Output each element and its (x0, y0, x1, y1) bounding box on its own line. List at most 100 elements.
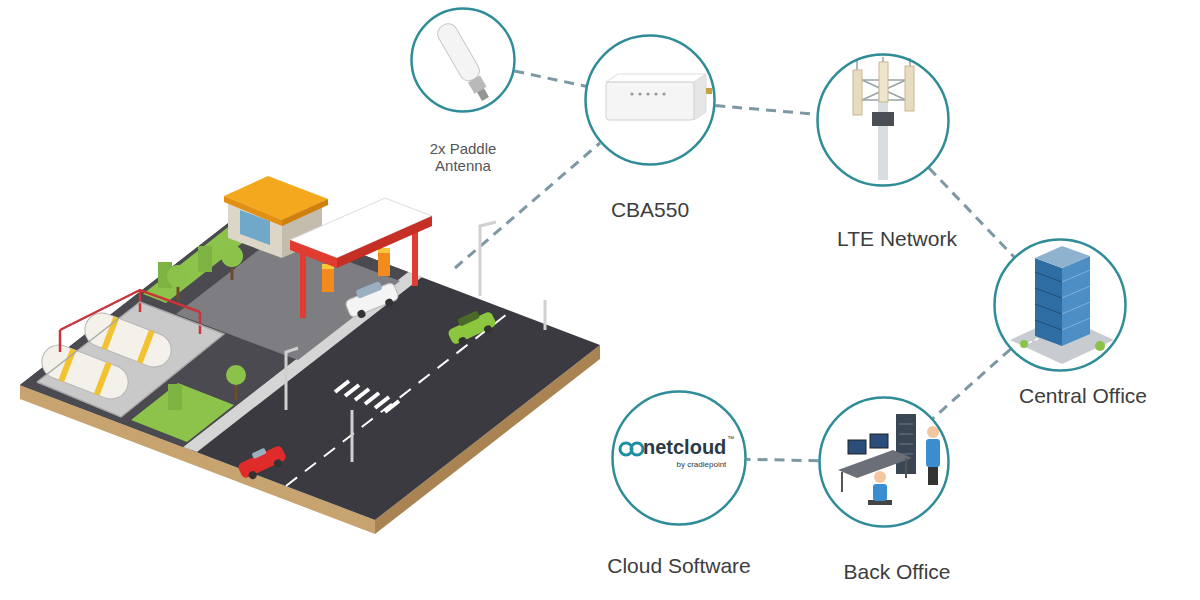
gas-station-scene-part (235, 441, 289, 483)
logo-text: by cradlepoint (677, 460, 727, 469)
office-tower-icon-part-part (1062, 318, 1090, 330)
gas-station-scene-part (226, 365, 246, 385)
node-label: LTE Network (837, 227, 957, 251)
back-office-icon-part (870, 434, 888, 448)
office-tower-icon-part-part (1062, 286, 1090, 298)
gas-station-scene-part (335, 381, 399, 412)
gas-station-scene-part-part (375, 397, 389, 408)
gas-station-scene-part (131, 383, 234, 442)
gas-station-scene-part-part (94, 362, 112, 396)
router-icon-part (606, 74, 706, 82)
back-office-icon-part (927, 426, 939, 438)
node-ring-layer (584, 34, 716, 166)
back-office-icon (838, 414, 940, 505)
router-icon (606, 74, 712, 120)
gas-station-scene-part (168, 384, 182, 410)
router-icon-part (606, 82, 694, 120)
circle-node: netcloud™by cradlepointCloud Software (611, 390, 747, 526)
back-office-icon-part-part (899, 424, 913, 425)
gas-station-scene-part (282, 199, 328, 226)
gas-station-scene-part-part (139, 290, 142, 312)
office-tower-icon-part (1020, 340, 1028, 348)
gas-station-scene-part-part (137, 330, 155, 364)
gas-station-scene (20, 176, 600, 534)
node-discs-part (994, 239, 1126, 371)
back-office-icon-part (899, 424, 913, 454)
router-icon-part-part (646, 92, 649, 95)
gas-station-scene-part-part (483, 324, 494, 335)
router-icon-part (706, 88, 712, 94)
netcloud-logo-mark-part (631, 443, 643, 455)
gas-station-scene-part-part (355, 281, 382, 299)
node-ring (818, 55, 949, 186)
gas-station-scene-part (80, 308, 176, 372)
cell-tower-icon (853, 57, 914, 180)
node-discs (411, 8, 1126, 527)
gas-station-scene-part (221, 245, 243, 267)
office-tower-icon (1010, 246, 1114, 364)
gas-station-scene-part-part (365, 393, 379, 404)
circle-node: Back Office (818, 396, 950, 528)
node-label: Back Office (844, 560, 951, 584)
office-tower-icon-part-part (1062, 302, 1090, 314)
gas-station-scene-part-part (384, 298, 394, 308)
gas-station-scene-part (198, 246, 212, 272)
gas-station-scene-part (167, 265, 189, 287)
netcloud-logo-mark (620, 443, 643, 455)
cell-tower-icon-part-part (882, 57, 884, 62)
back-office-icon-part (928, 467, 938, 485)
office-tower-icon-part (1062, 256, 1090, 346)
node-label: CBA550 (611, 198, 689, 222)
cell-tower-icon-part (905, 66, 914, 111)
office-tower-icon-part-part (1035, 288, 1062, 298)
node-ring (995, 240, 1126, 371)
paddle-antenna-icon-part (477, 88, 489, 101)
gas-station-scene-part-part (101, 316, 119, 350)
node-label: Cloud Software (607, 554, 751, 578)
cell-tower-icon-part (853, 70, 862, 115)
office-tower-icon-part (1035, 272, 1062, 330)
back-office-icon-part (926, 439, 940, 467)
node-ring (586, 36, 715, 165)
gas-station-scene-part-part (356, 309, 366, 319)
dashed-connector (746, 459, 818, 460)
gas-station-scene-part-part (355, 389, 369, 400)
gas-station-scene-part-part (286, 348, 298, 410)
gas-station-scene-part-part (457, 336, 468, 347)
circle-node: Central Office (993, 238, 1127, 372)
node-discs-part (585, 35, 715, 165)
paddle-antenna-icon-part (434, 20, 482, 84)
logo-text: netcloud (643, 436, 726, 459)
gas-station-scene-part (342, 276, 401, 321)
gas-station-scene-part (322, 268, 334, 292)
office-tower-icon-part (1095, 341, 1105, 351)
node-ring (820, 398, 949, 527)
node-label: Central Office (1019, 384, 1147, 408)
logo-text: ™ (727, 435, 734, 443)
node-ring-layer (410, 7, 516, 113)
gas-station-scene-part-part (480, 222, 496, 296)
gas-station-scene-part-part (273, 458, 284, 469)
gas-station-scene-part-part (247, 470, 258, 481)
gas-station-scene-part (290, 240, 337, 268)
node-discs-part (819, 397, 949, 527)
back-office-icon-part-part (899, 434, 913, 435)
gas-station-scene-part (20, 210, 600, 520)
back-office-icon-part (905, 458, 907, 478)
office-tower-icon-part (1062, 270, 1090, 330)
gas-station-scene-part-part (199, 312, 202, 334)
gas-station-scene-part-part (457, 310, 480, 327)
back-office-icon-part (873, 484, 887, 501)
router-icon-part-part (630, 92, 633, 95)
cell-tower-icon-part (879, 62, 888, 102)
gas-station-scene-part (444, 305, 498, 349)
dashed-connector (715, 106, 816, 115)
gas-station-scene-part-part (385, 401, 399, 412)
office-tower-icon-part (1035, 258, 1062, 346)
circle-node: CBA550 (584, 34, 716, 166)
router-icon-part-part (654, 92, 657, 95)
router-icon-part (630, 92, 665, 95)
gas-station-scene-part (337, 216, 432, 268)
